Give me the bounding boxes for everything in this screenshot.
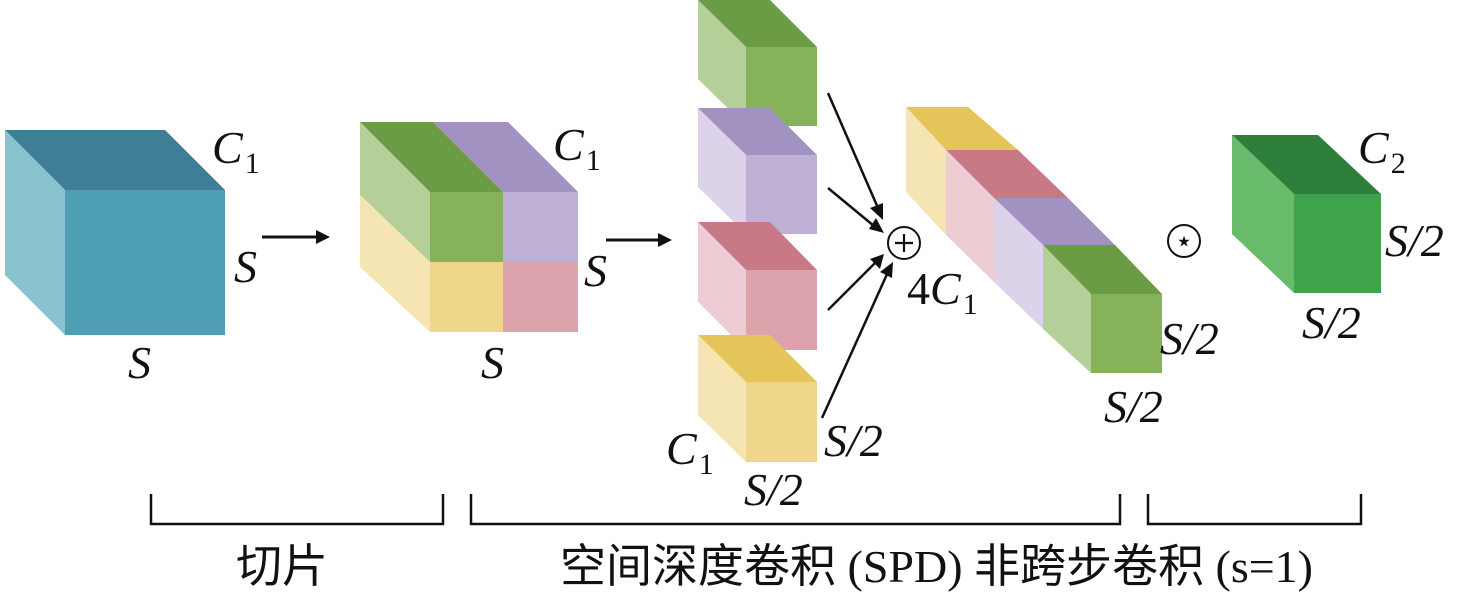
sliced-cube-front-pink bbox=[503, 262, 578, 332]
sub-block-channel-label: C1 bbox=[666, 423, 714, 481]
sub-block-green bbox=[698, 0, 817, 126]
output-height-label: S/2 bbox=[1385, 215, 1444, 266]
output-width-label: S/2 bbox=[1302, 297, 1361, 348]
sliced-cube-top-purple bbox=[433, 122, 578, 192]
concatenated-feature-map bbox=[906, 107, 1162, 373]
input-feature-map-cube bbox=[5, 130, 225, 335]
sub-block-height-label: S/2 bbox=[824, 415, 883, 466]
input-width-label: S bbox=[128, 337, 151, 388]
sliced-cube-front-purple bbox=[503, 192, 578, 262]
caption-slice: 切片 bbox=[236, 541, 328, 592]
concat-operator-icon bbox=[887, 226, 921, 260]
input-height-label: S bbox=[234, 241, 257, 292]
sub-block-purple bbox=[698, 108, 817, 234]
concat-channel-label: 4C1 bbox=[907, 263, 978, 321]
output-feature-map-cube bbox=[1232, 135, 1381, 293]
split-arrow bbox=[606, 233, 672, 247]
sliced-cube-front-green bbox=[430, 192, 503, 262]
sliced-height-label: S bbox=[584, 245, 607, 296]
sliced-width-label: S bbox=[481, 337, 504, 388]
bracket-nonstrided-conv bbox=[1146, 494, 1363, 526]
sliced-feature-map-cube bbox=[360, 122, 578, 332]
svg-text:⋆: ⋆ bbox=[1175, 225, 1194, 258]
input-channel-label: C1 bbox=[212, 122, 260, 180]
sliced-cube-side-green bbox=[360, 122, 430, 262]
sliced-cube-side-yellow bbox=[360, 195, 430, 332]
bracket-slice bbox=[149, 494, 445, 526]
concat-height-label: S/2 bbox=[1160, 313, 1219, 364]
input-cube-front bbox=[65, 190, 225, 335]
convolution-operator-icon: ⋆ bbox=[1167, 224, 1201, 258]
sliced-cube-front-yellow bbox=[430, 262, 503, 332]
concat-width-label: S/2 bbox=[1104, 381, 1163, 432]
sliced-channel-label: C1 bbox=[553, 119, 601, 177]
sliced-cube-top-green bbox=[360, 122, 503, 192]
sub-block-width-label: S/2 bbox=[744, 464, 803, 515]
output-channel-label: C2 bbox=[1358, 122, 1406, 180]
input-cube-top bbox=[5, 130, 225, 190]
bracket-spd bbox=[469, 494, 1122, 526]
concat-arrows bbox=[820, 92, 890, 419]
input-cube-side bbox=[5, 130, 65, 335]
sub-block-yellow bbox=[698, 335, 817, 462]
caption-spd: 空间深度卷积 (SPD) 非跨步卷积 (s=1) bbox=[560, 541, 1313, 592]
concat-arrowheads bbox=[869, 203, 893, 278]
slice-arrow bbox=[262, 230, 330, 244]
sub-block-pink bbox=[698, 222, 817, 350]
